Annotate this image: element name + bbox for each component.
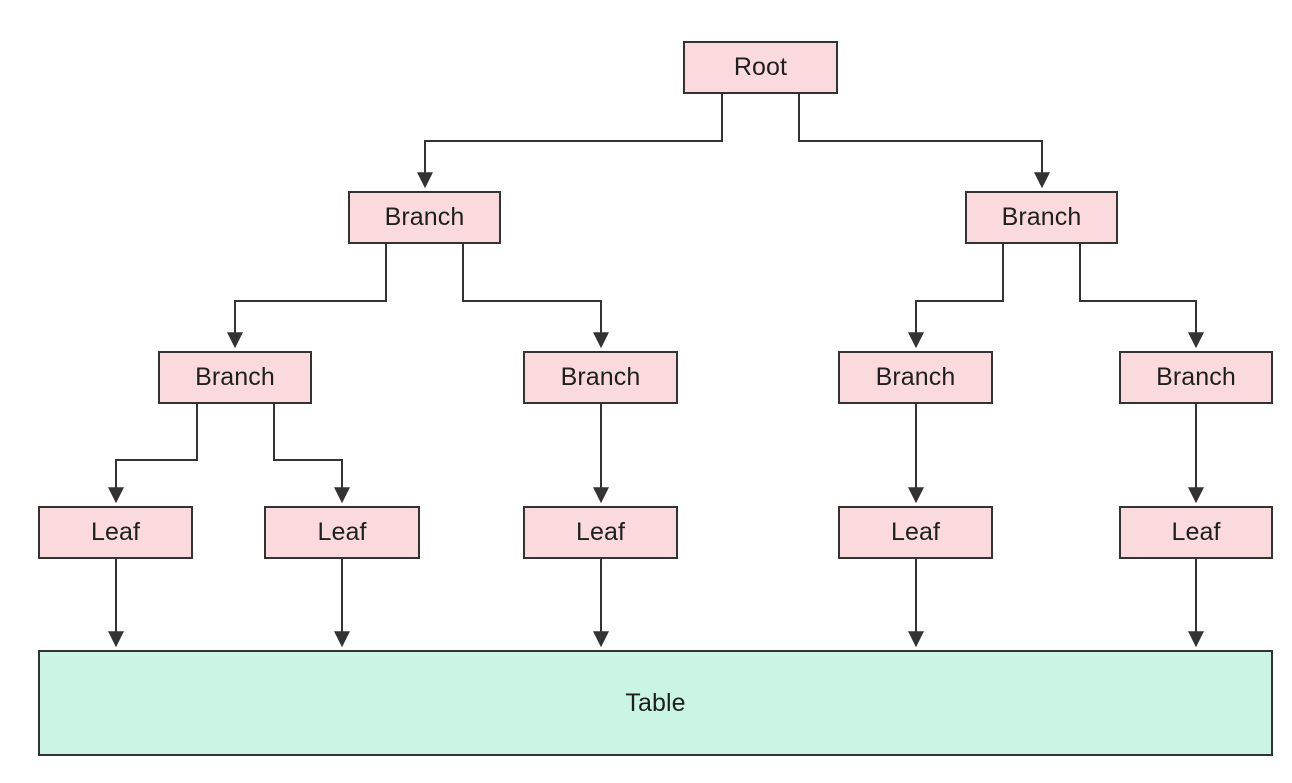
node-branch-rr[interactable]: Branch [1119, 351, 1273, 404]
node-table[interactable]: Table [38, 650, 1273, 756]
node-label-branch-lr: Branch [560, 363, 641, 391]
node-label-leaf-2: Leaf [317, 518, 367, 546]
node-label-leaf-5: Leaf [1171, 518, 1221, 546]
edge-root-to-branch-l [417, 94, 723, 189]
node-leaf-5[interactable]: Leaf [1119, 506, 1273, 559]
node-label-branch-ll: Branch [195, 363, 275, 391]
edges-group [108, 94, 1204, 648]
edge-branch-ll-to-leaf-1 [108, 404, 198, 504]
node-root[interactable]: Root [683, 41, 838, 94]
edge-branch-ll-to-leaf-2 [273, 404, 350, 504]
edge-branch-r-to-branch-rl [908, 244, 1004, 349]
node-leaf-4[interactable]: Leaf [838, 506, 993, 559]
node-label-branch-rr: Branch [1156, 363, 1236, 391]
node-branch-l[interactable]: Branch [348, 191, 501, 244]
node-label-branch-r: Branch [1001, 203, 1082, 231]
node-branch-r[interactable]: Branch [965, 191, 1118, 244]
edge-root-to-branch-r [798, 94, 1050, 189]
node-label-branch-rl: Branch [875, 363, 956, 391]
node-branch-rl[interactable]: Branch [838, 351, 993, 404]
node-label-leaf-1: Leaf [90, 518, 141, 546]
node-branch-lr[interactable]: Branch [523, 351, 678, 404]
node-branch-ll[interactable]: Branch [158, 351, 312, 404]
edge-branch-r-to-branch-rr [1079, 244, 1204, 349]
node-label-root: Root [733, 53, 788, 81]
node-label-leaf-3: Leaf [575, 518, 626, 546]
node-label-branch-l: Branch [384, 203, 465, 231]
node-leaf-3[interactable]: Leaf [523, 506, 678, 559]
node-label-leaf-4: Leaf [890, 518, 941, 546]
node-leaf-2[interactable]: Leaf [264, 506, 420, 559]
edge-branch-l-to-branch-ll [227, 244, 387, 349]
edge-branch-l-to-branch-lr [462, 244, 609, 349]
node-leaf-1[interactable]: Leaf [38, 506, 193, 559]
node-label-table: Table [625, 688, 686, 717]
